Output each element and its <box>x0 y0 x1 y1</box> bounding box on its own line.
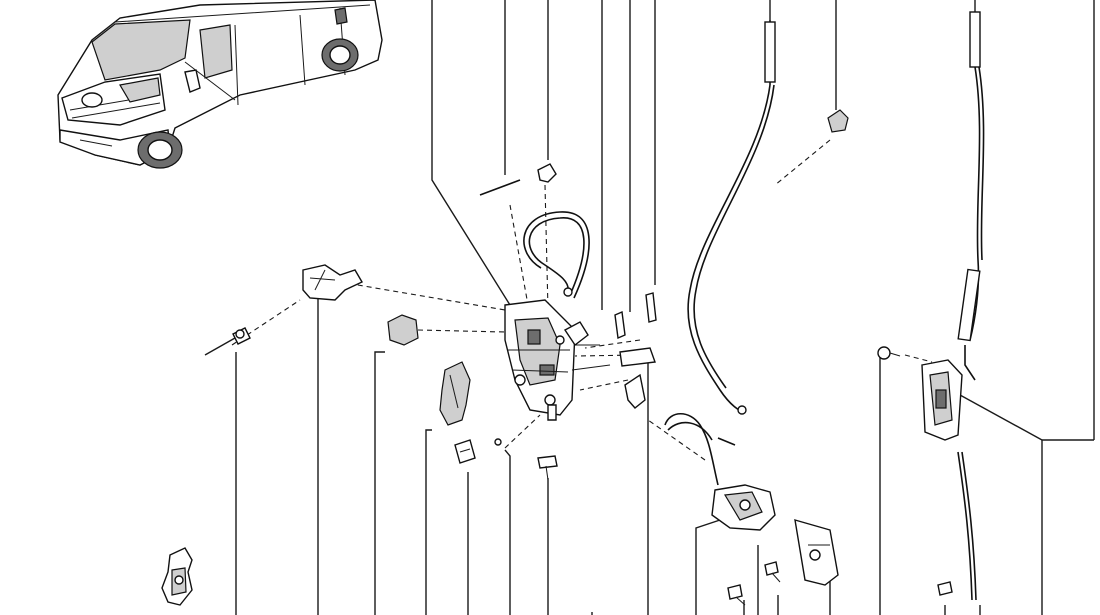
pin-rivet <box>204 327 251 356</box>
assembly-dashed-lines <box>231 139 933 461</box>
right-handle <box>921 359 963 441</box>
top-pin <box>479 163 557 196</box>
square-plate <box>454 439 476 464</box>
screw-left <box>727 584 746 606</box>
left-bracket <box>302 264 363 301</box>
striker-latch <box>664 412 776 531</box>
leader-lines-top <box>431 0 1095 441</box>
clip-part <box>619 347 656 409</box>
screw-small <box>764 561 781 583</box>
wrap-clip <box>827 109 849 133</box>
side-pad <box>439 361 471 426</box>
striker-bracket <box>794 519 839 586</box>
small-cylinders <box>614 292 657 340</box>
grommet-tag <box>161 547 193 606</box>
right-screw <box>877 346 953 596</box>
bolt <box>494 438 558 481</box>
right-cable <box>957 11 985 601</box>
upper-cable <box>523 211 590 299</box>
van-icon <box>57 0 383 169</box>
long-cable <box>687 20 776 415</box>
door-lock-mechanism <box>504 299 611 421</box>
rubber-cap <box>387 314 419 346</box>
leader-lines-bottom <box>235 298 1043 615</box>
